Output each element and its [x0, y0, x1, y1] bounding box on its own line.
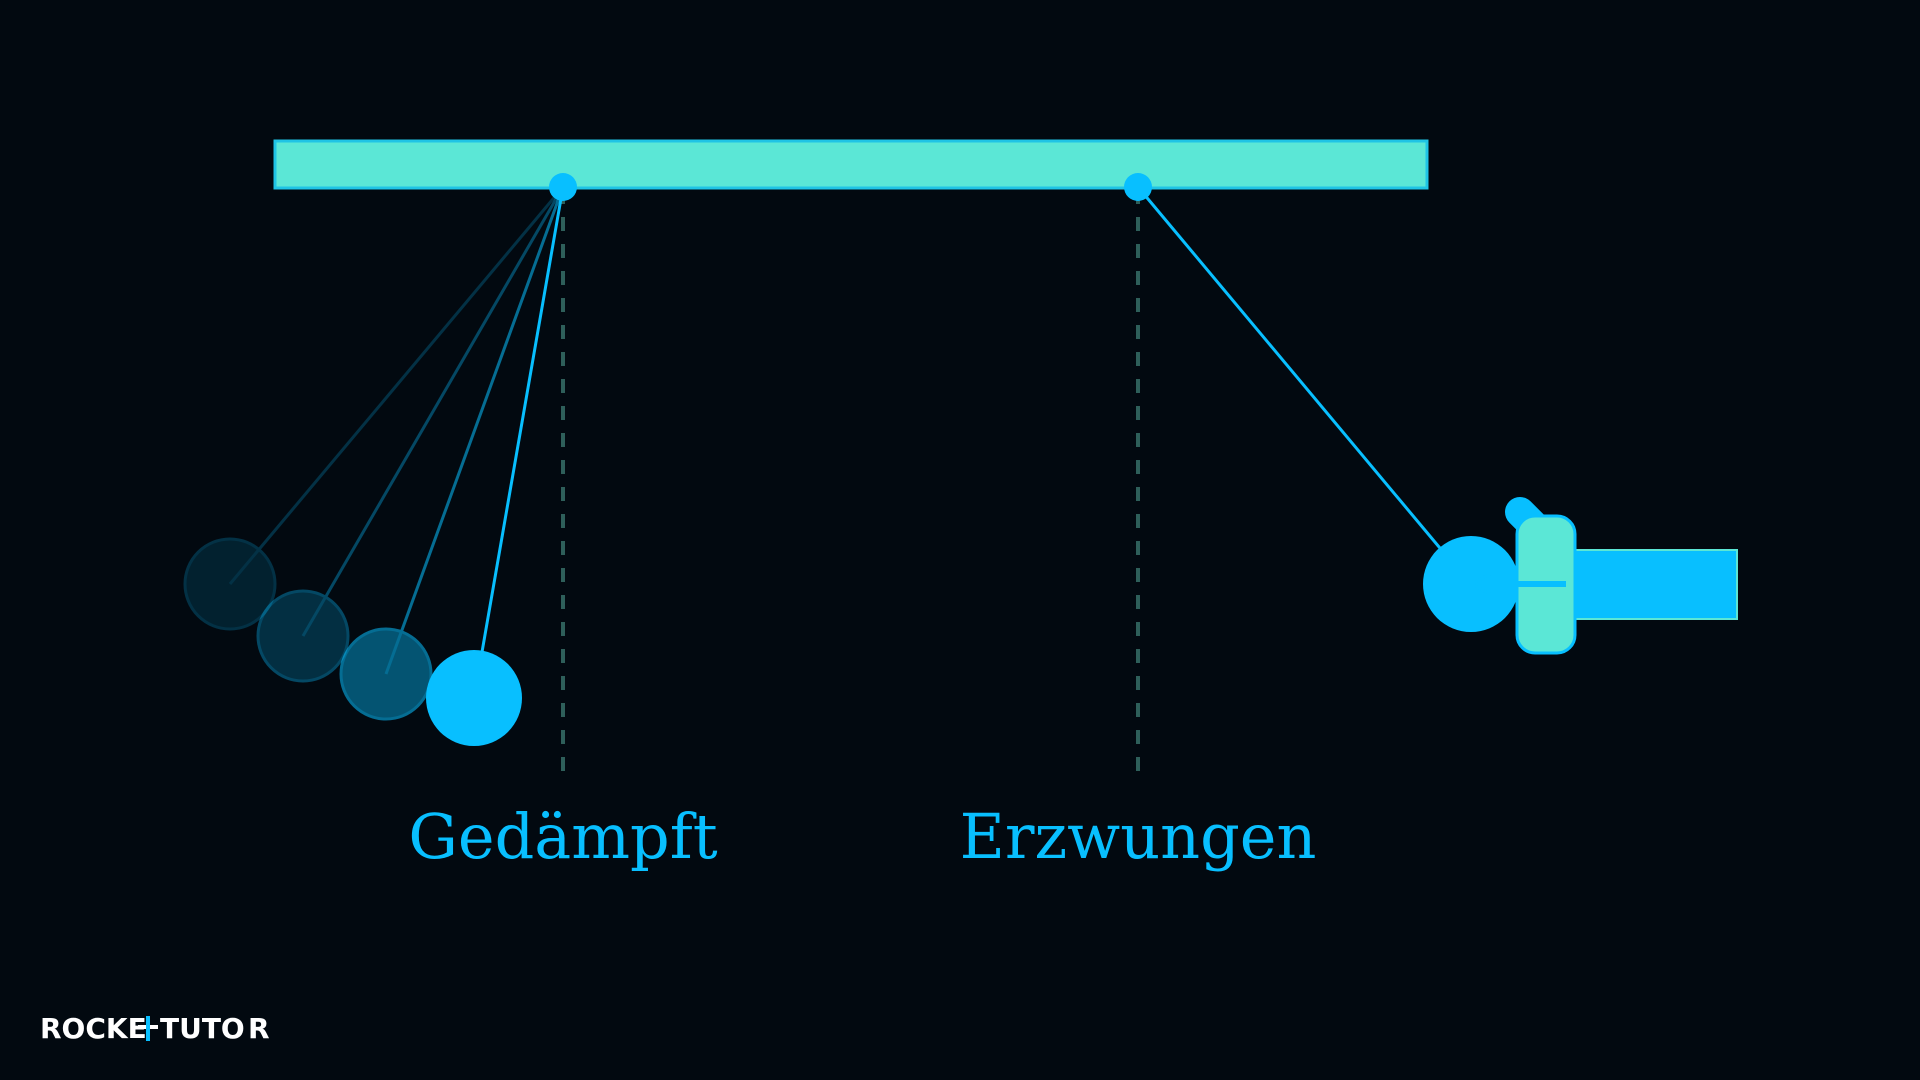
- pivot-dot: [1124, 173, 1152, 201]
- label-damped: Gedämpft: [408, 800, 717, 873]
- ceiling-beam: [273, 139, 1429, 190]
- logo-text-part1: ROCKE: [40, 1012, 147, 1045]
- label-forced: Erzwungen: [960, 800, 1317, 873]
- pendulum-bob: [339, 627, 433, 721]
- pendulum-ghost-1: [183, 186, 565, 631]
- logo: ROCKE TUTO R: [40, 1012, 270, 1045]
- damped-pendulum: [183, 173, 577, 746]
- pendulum-bob: [426, 650, 522, 746]
- pivot-dot: [549, 173, 577, 201]
- pendulum-ghost-3: [339, 186, 565, 721]
- pendulum-bob: [256, 589, 350, 683]
- pendulum-current: [426, 186, 565, 746]
- pendulum-ghost-2: [256, 186, 565, 683]
- logo-text-part3: R: [248, 1012, 270, 1045]
- pushing-hand-icon: [1468, 497, 1738, 655]
- logo-text-part2: TUTO: [160, 1012, 245, 1045]
- forced-pendulum: [1124, 173, 1519, 632]
- arrow-left-icon: [1468, 572, 1566, 596]
- pendulum-bob: [183, 537, 277, 631]
- logo-plus-icon: [138, 1016, 158, 1041]
